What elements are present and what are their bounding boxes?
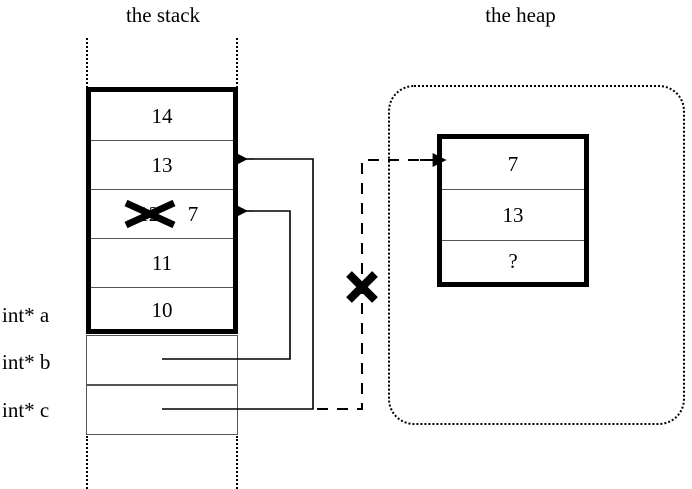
heap-region-boundary	[388, 85, 685, 425]
heap-cell-value: 7	[507, 151, 519, 176]
heap-cell-0: 7	[442, 139, 584, 190]
heap-cell-2: ?	[442, 241, 584, 282]
stack-cell-value: 11	[151, 250, 173, 275]
stack-cell-14: 14	[91, 92, 233, 141]
stack-cell-value: 10	[151, 298, 173, 322]
variable-label-c: int* c	[2, 398, 50, 422]
variable-label-a: int* a	[2, 303, 50, 327]
stack-rail-top-left	[86, 38, 88, 88]
heap-cell-value: 13	[502, 202, 524, 227]
stack-title: the stack	[125, 3, 201, 27]
stack-cell-value: 14	[151, 103, 173, 128]
heap-title: the heap	[485, 3, 556, 27]
variable-label-b: int* b	[2, 350, 51, 374]
pointer-wire-b	[162, 205, 291, 360]
stack-rail-bottom-right	[236, 436, 238, 489]
stack-rail-bottom-left	[86, 436, 88, 489]
stack-pointer-cell-c	[86, 385, 238, 435]
stack-cell-value: 13	[151, 152, 173, 177]
heap-cell-value: ?	[508, 249, 518, 273]
stack-cell-13: 13	[91, 141, 233, 190]
pointer-wire-c	[162, 153, 314, 410]
stack-pointer-cell-b	[86, 335, 238, 385]
stack-cell-10: 10	[91, 288, 233, 333]
replacement-value: 7	[187, 201, 199, 226]
dangling-heap-pointer-wire	[317, 153, 447, 410]
heap-cell-1: 13	[442, 190, 584, 241]
stack-rail-top-right	[236, 38, 238, 88]
stack-cell-11: 11	[91, 239, 233, 288]
heap-block: 7 13 ?	[437, 134, 589, 287]
